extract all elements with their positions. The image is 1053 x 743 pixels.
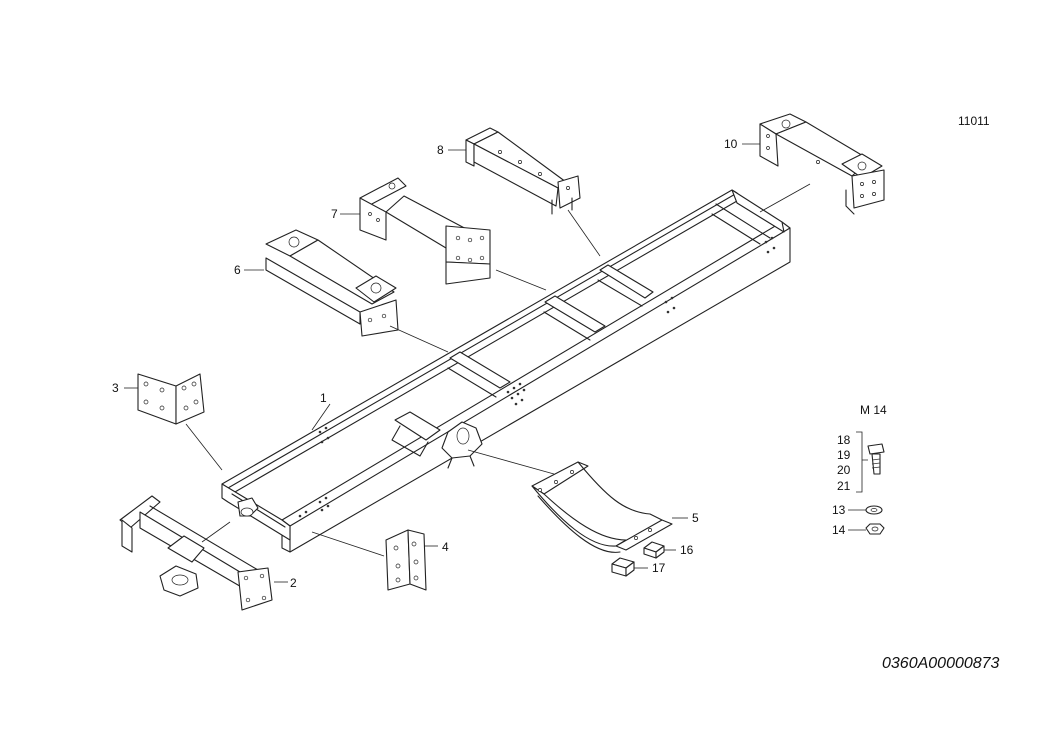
callout-16: 16 xyxy=(680,543,694,557)
bolt-part xyxy=(867,443,885,475)
callout-6: 6 xyxy=(234,263,241,277)
angle-bracket-left-part xyxy=(137,373,205,425)
chassis-frame-part xyxy=(221,189,791,553)
angle-bracket-right-part xyxy=(385,529,427,591)
callout-5: 5 xyxy=(692,511,699,525)
hardware-group-bracket xyxy=(856,431,868,493)
callout-8: 8 xyxy=(437,143,444,157)
callout-2: 2 xyxy=(290,576,297,590)
cross-member-10-part xyxy=(759,113,885,215)
callout-7: 7 xyxy=(331,207,338,221)
callout-17: 17 xyxy=(652,561,666,575)
drawing-code: 0360A00000873 xyxy=(882,655,1000,672)
leader-lines xyxy=(124,143,866,583)
rear-underride-bar-part xyxy=(119,495,273,611)
sheet-number: 11011 xyxy=(958,114,990,128)
callout-4: 4 xyxy=(442,540,449,554)
pad-16-part xyxy=(643,541,665,559)
pad-17-part xyxy=(611,557,635,577)
callout-18: 18 xyxy=(837,433,851,447)
callout-21: 21 xyxy=(837,479,851,493)
saddle-cradle-part xyxy=(531,461,673,553)
cross-member-7-part xyxy=(359,177,491,285)
callout-3: 3 xyxy=(112,381,119,395)
callout-1: 1 xyxy=(320,391,327,405)
callout-19: 19 xyxy=(837,448,851,462)
washer-part xyxy=(865,505,883,515)
callout-13: 13 xyxy=(832,503,846,517)
hardware-group-label: M 14 xyxy=(860,403,887,417)
nut-part xyxy=(865,523,885,535)
callout-10: 10 xyxy=(724,137,738,151)
cross-member-6-part xyxy=(265,229,399,337)
callout-20: 20 xyxy=(837,463,851,477)
cross-member-8-part xyxy=(465,127,581,215)
callout-14: 14 xyxy=(832,523,846,537)
